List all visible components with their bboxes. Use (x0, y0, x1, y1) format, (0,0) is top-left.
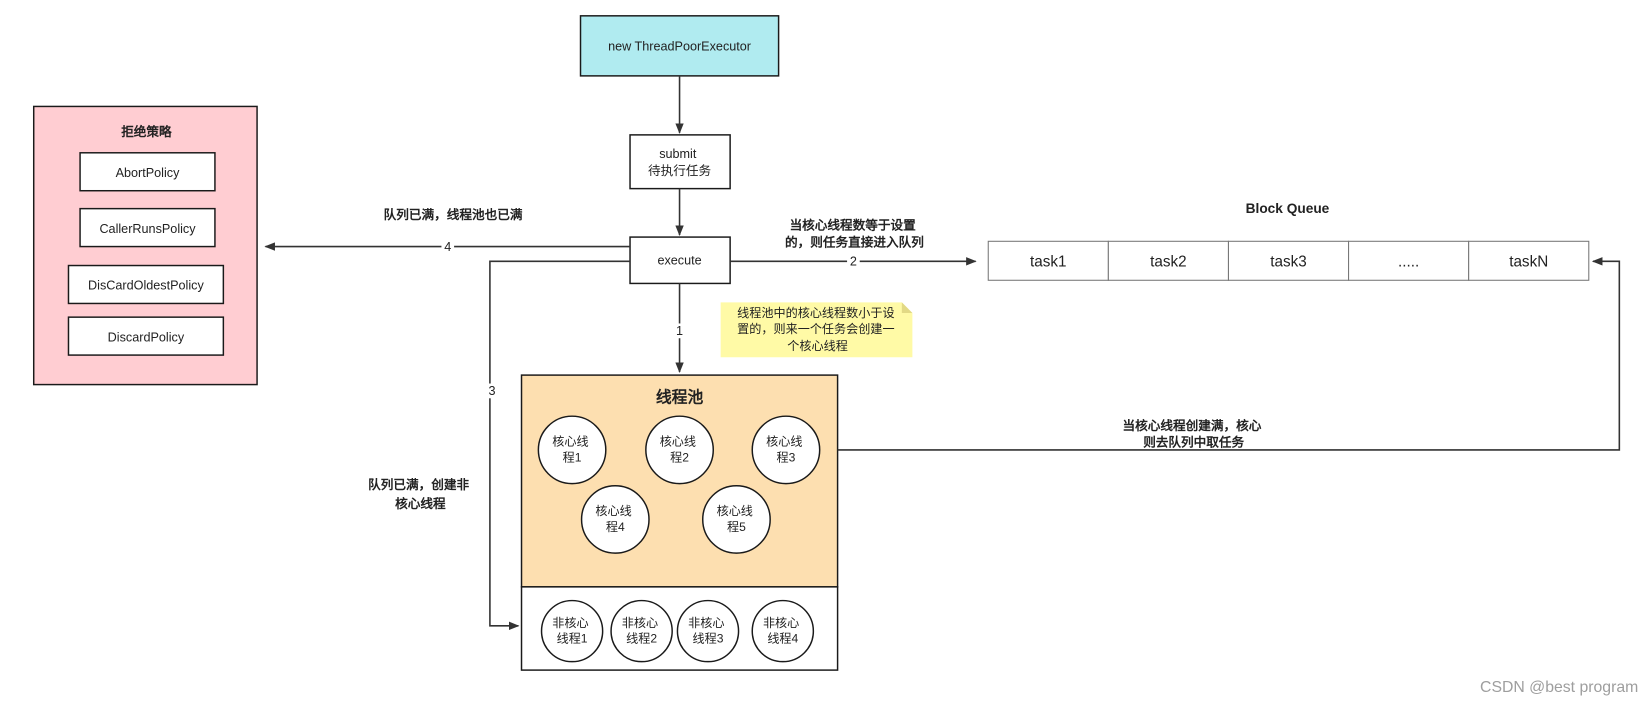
core-thread-3 (751, 415, 821, 485)
policy-label-caller-runs: CallerRunsPolicy (99, 222, 196, 236)
policy-box-discard (67, 316, 225, 356)
execute-node (629, 236, 731, 285)
non-core-thread-4-label: 非核心 线程4 (763, 616, 803, 646)
queue-cell-1-label: task1 (1030, 254, 1067, 271)
edge-3-number: 3 (489, 384, 496, 398)
edge-4-label-bg (441, 240, 455, 254)
policy-label-discard-oldest: DisCardOldestPolicy (88, 279, 204, 293)
sticky-note-fold (901, 302, 913, 313)
non-core-thread-3-label: 非核心 线程3 (688, 616, 728, 646)
sticky-note-line-3: 个核心线程 (787, 338, 848, 353)
queue-cell-2 (1107, 240, 1229, 281)
submit-line-2: 待执行任务 (648, 163, 711, 178)
policy-label-discard: DiscardPolicy (108, 330, 185, 344)
sticky-note-body (720, 302, 913, 358)
edge-pool-to-queue (837, 257, 1621, 451)
edge-3-caption: 队列已满，创建非 核心线程 (368, 477, 473, 511)
thread-pool-group: 线程池 核心线 程1 核心线 程2 核心线 程3 核心线 程4 核心线 程5 (520, 374, 839, 671)
core-thread-3-line-2: 程3 (777, 449, 796, 464)
non-core-thread-3 (676, 599, 740, 663)
core-thread-5-line-1: 核心线 (717, 504, 753, 518)
edge-3-caption-line-2: 核心线程 (395, 496, 446, 511)
sticky-note-line-1: 线程池中的核心线程数小于设 (737, 305, 894, 320)
execute-node-label: execute (657, 253, 701, 267)
start-node-label: new ThreadPoorExecutor (608, 40, 751, 54)
queue-cell-3 (1227, 240, 1350, 281)
queue-cell-5 (1468, 240, 1590, 281)
non-core-thread-1 (540, 599, 604, 663)
core-thread-3-label: 核心线 程3 (766, 435, 806, 465)
non-core-thread-2-label: 非核心 线程2 (622, 616, 662, 646)
core-thread-3-line-1: 核心线 (766, 435, 802, 449)
queue-cell-1 (987, 240, 1109, 281)
core-thread-5-line-2: 程5 (727, 519, 746, 534)
edge-2-label-bg (847, 254, 860, 269)
start-node (579, 15, 780, 77)
thread-pool-title: 线程池 (656, 387, 704, 406)
policy-box-abort (79, 152, 216, 192)
queue-cell-4 (1348, 240, 1470, 281)
core-thread-2-line-2: 程2 (670, 449, 689, 464)
non-core-thread-2-line-2: 线程2 (626, 631, 657, 646)
block-queue-group: Block Queue task1 task2 task3 ..... task… (987, 201, 1590, 281)
sticky-note-line-2: 置的，则来一个任务会创建一 (737, 321, 894, 336)
non-core-thread-3-line-1: 非核心 (688, 616, 724, 630)
edge-3-label-bg (485, 383, 499, 399)
policy-label-abort: AbortPolicy (116, 166, 181, 180)
edge-4-number: 4 (444, 240, 451, 254)
watermark: CSDN @best program (1480, 679, 1638, 696)
block-queue-title: Block Queue (1246, 201, 1330, 216)
queue-cell-2-label: task2 (1150, 254, 1186, 271)
rejection-policy-group: 拒绝策略 AbortPolicy CallerRunsPolicy DisCar… (32, 105, 258, 386)
policy-box-discard-oldest (67, 264, 225, 305)
non-core-thread-3-line-2: 线程3 (693, 631, 724, 646)
non-core-thread-4 (751, 599, 815, 663)
rejection-policy-title: 拒绝策略 (121, 124, 172, 139)
queue-cell-3-label: task3 (1270, 254, 1307, 271)
core-thread-1-line-1: 核心线 (552, 435, 588, 449)
non-core-thread-1-line-1: 非核心 (552, 616, 588, 630)
sticky-note: 线程池中的核心线程数小于设 置的，则来一个任务会创建一 个核心线程 (720, 302, 913, 358)
non-core-thread-2-line-1: 非核心 (622, 616, 658, 630)
core-thread-1-line-2: 程1 (563, 449, 582, 464)
edge-execute-to-non-core (489, 260, 631, 631)
edge-2-caption: 当核心线程数等于设置 的，则任务直接进入队列 (785, 218, 924, 250)
edge-2-caption-line-1: 当核心线程数等于设置 (790, 218, 917, 233)
edge-pool-to-queue-line-1: 当核心线程创建满，核心 (1123, 418, 1262, 433)
edge-1-label-bg (673, 323, 686, 339)
non-core-thread-4-line-1: 非核心 (763, 616, 799, 630)
core-thread-2-label: 核心线 程2 (660, 435, 700, 465)
edge-4-caption: 队列已满，线程池也已满 (384, 207, 523, 222)
edge-pool-to-queue-caption: 当核心线程创建满，核心 则去队列中取任务 (1123, 418, 1265, 450)
core-thread-1 (537, 415, 607, 485)
submit-node-label: submit 待执行任务 (648, 147, 711, 178)
edge-2-number: 2 (850, 255, 857, 269)
non-core-thread-1-label: 非核心 线程1 (552, 616, 592, 646)
core-thread-4-line-2: 程4 (606, 519, 625, 534)
non-core-thread-1-line-2: 线程1 (557, 631, 588, 646)
non-core-thread-2 (610, 599, 673, 663)
core-thread-4-label: 核心线 程4 (595, 504, 635, 534)
core-thread-4 (580, 484, 650, 554)
queue-cell-5-label: taskN (1509, 254, 1548, 271)
core-thread-4-line-1: 核心线 (595, 504, 631, 518)
policy-box-caller-runs (79, 207, 216, 248)
queue-cell-4-label: ..... (1398, 254, 1419, 271)
edge-1-number: 1 (676, 324, 683, 338)
core-thread-5 (701, 484, 771, 554)
submit-line-1: submit (659, 147, 697, 161)
core-thread-5-label: 核心线 程5 (717, 504, 757, 534)
edge-2-caption-line-2: 的，则任务直接进入队列 (785, 235, 924, 250)
submit-node (629, 134, 731, 190)
non-core-thread-4-line-2: 线程4 (767, 631, 798, 646)
core-thread-1-label: 核心线 程1 (552, 435, 592, 465)
edge-3-caption-line-1: 队列已满，创建非 (368, 477, 469, 492)
edge-pool-to-queue-line-2: 则去队列中取任务 (1143, 435, 1244, 450)
core-thread-2-line-1: 核心线 (660, 435, 696, 449)
core-thread-2 (645, 415, 715, 485)
sticky-note-text: 线程池中的核心线程数小于设 置的，则来一个任务会创建一 个核心线程 (737, 305, 898, 353)
